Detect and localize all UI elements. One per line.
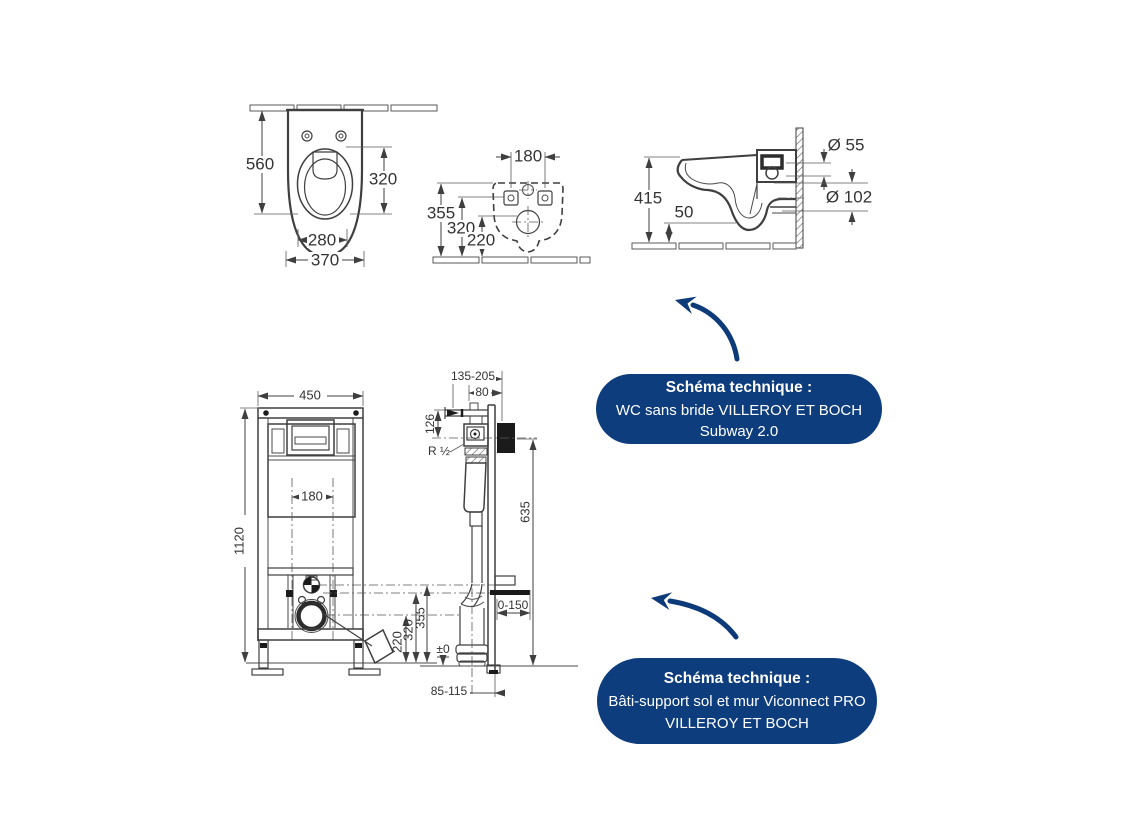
dim-frame-flush-height: 355	[412, 607, 427, 629]
dim-frameside-top-offset: 126	[423, 414, 437, 434]
dim-wctop-depth-total: 355	[427, 203, 455, 222]
dim-wc-height: 560	[246, 154, 274, 173]
dim-wcside-outlet-diameter: Ø 102	[826, 187, 872, 206]
wc-side-view: 415 50 Ø 55 Ø 102	[631, 127, 872, 250]
dim-frameside-outlet-adjust: 0-150	[498, 598, 529, 612]
wc-schema-badge: Schéma technique : WC sans bride VILLERO…	[596, 374, 882, 444]
frame-schema-badge: Schéma technique : Bâti-support sol et m…	[597, 658, 877, 744]
dim-wcside-flush-diameter: Ø 55	[828, 135, 865, 154]
dim-frameside-floor-level: ±0	[436, 642, 450, 656]
dim-frame-width: 450	[299, 387, 321, 402]
wc-schema-badge-title: Schéma technique :	[665, 378, 813, 396]
arrow-to-frame-diagram	[651, 592, 739, 640]
dim-frameside-outlet-depth: 85-115	[431, 684, 468, 698]
arrow-to-wc-diagram	[675, 296, 740, 362]
dim-frameside-depth: 80	[475, 385, 489, 399]
dim-frameside-cistern-height: 635	[517, 501, 532, 523]
dim-frame-height: 1120	[231, 527, 246, 555]
dim-wcside-height: 415	[634, 188, 662, 207]
dim-wc-bowl-width: 280	[308, 230, 336, 249]
dim-frame-outlet-height: 220	[389, 631, 404, 653]
frame-schema-badge-line2: VILLEROY ET BOCH	[665, 715, 809, 732]
frame-schema-badge-title: Schéma technique :	[663, 670, 811, 687]
wc-schema-badge-line1: WC sans bride VILLEROY ET BOCH Subway 2.…	[615, 401, 863, 440]
dim-frameside-thread: R ½	[428, 444, 450, 458]
frame-side-view: 126 135-205 80 R ½ 635 0-150 ±0 85-115	[420, 369, 578, 699]
frame-schema-badge-line1: Bâti-support sol et mur Viconnect PRO	[608, 693, 866, 710]
dim-wctop-depth-bowl: 220	[467, 230, 495, 249]
wc-top-view: 180 355 320 220	[426, 146, 591, 264]
dim-wc-width: 370	[311, 250, 339, 269]
dim-frame-supply-height: 320	[400, 619, 415, 641]
dim-frameside-depth-adjust: 135-205	[451, 369, 495, 383]
dim-wc-seat-depth: 320	[369, 169, 397, 188]
frame-front-view: 450 1120 180 220 320 355	[231, 387, 500, 676]
dim-frame-fixing-spacing: 180	[301, 488, 323, 503]
dim-wcside-clearance: 50	[675, 202, 694, 221]
wc-front-view: 560 320 280 370	[243, 104, 438, 269]
dim-wctop-fixing-spacing: 180	[514, 146, 542, 165]
